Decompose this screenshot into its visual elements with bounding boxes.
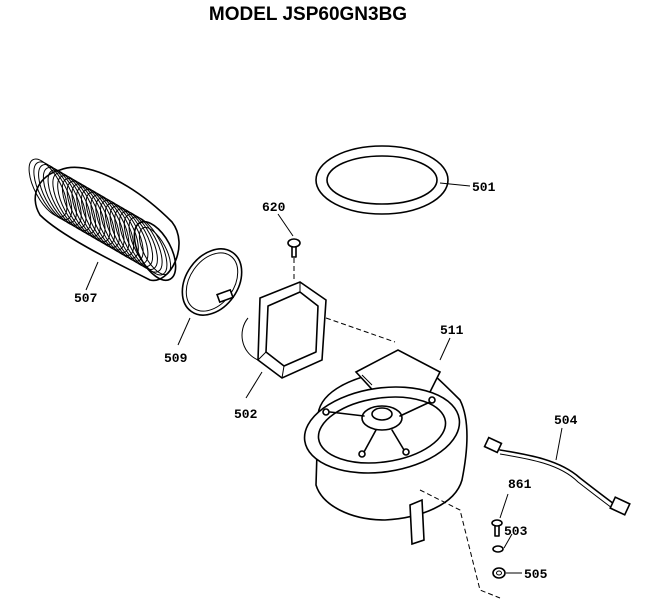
callout-861: 861 — [508, 477, 532, 492]
part-501-gasket-ring — [315, 145, 471, 215]
part-503-washer — [492, 533, 513, 553]
part-502-adapter-collar — [241, 281, 396, 399]
part-861-screw — [491, 493, 509, 537]
part-511-blower-assembly — [303, 337, 468, 546]
callout-503: 503 — [504, 524, 528, 539]
callout-620: 620 — [262, 200, 286, 215]
part-504-wire-harness — [483, 427, 631, 516]
model-title: MODEL JSP60GN3BG — [209, 4, 407, 25]
callout-505: 505 — [524, 567, 548, 582]
part-507-flexible-duct — [28, 158, 180, 291]
part-620-screw — [277, 213, 301, 282]
callout-502: 502 — [234, 407, 258, 422]
callout-504: 504 — [554, 413, 578, 428]
duct-rib — [119, 211, 158, 270]
part-505-nut — [492, 567, 522, 579]
duct-rib — [123, 213, 163, 273]
callout-511: 511 — [440, 323, 464, 338]
callout-501: 501 — [472, 180, 496, 195]
callout-507: 507 — [74, 291, 97, 306]
exploded-guide-lines — [419, 489, 501, 599]
duct-rib — [128, 216, 168, 276]
duct-rib — [114, 208, 154, 268]
callout-509: 509 — [164, 351, 188, 366]
part-509-clamp-band — [177, 248, 243, 346]
